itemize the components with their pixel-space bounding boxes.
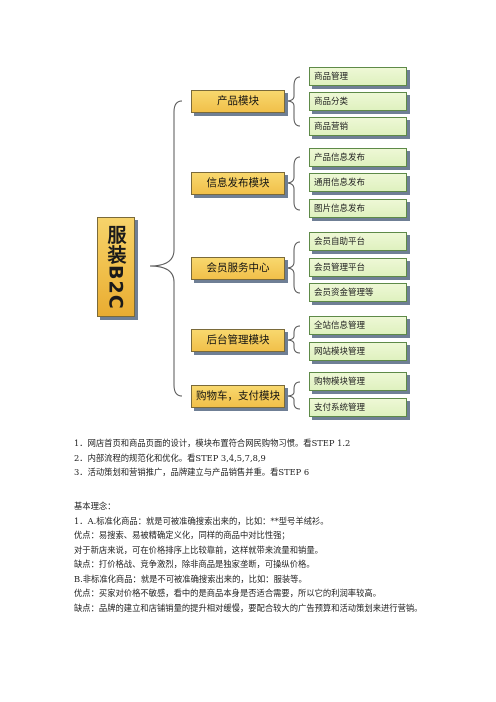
module-member: 会员服务中心 xyxy=(191,257,285,280)
step-item: 2．内部流程的规范化和优化。看STEP 3,4,5,7,8,9 xyxy=(74,452,266,463)
brace-info xyxy=(285,156,301,211)
module-cart-payment: 购物车，支付模块 xyxy=(191,385,285,408)
root-label: 服装B2C xyxy=(104,224,127,310)
brace-cart xyxy=(285,381,301,410)
concepts-section: 基本理念： 1．A.标准化商品：就是可被准确搜索出来的，比如：**型号羊绒衫。 … xyxy=(74,499,434,615)
module-admin: 后台管理模块 xyxy=(191,329,285,352)
steps-list: 1．网店首页和商品页面的设计，模块布置符合网民购物习惯。看STEP 1.2 2．… xyxy=(74,436,434,480)
concepts-heading: 基本理念： xyxy=(74,501,116,511)
leaf-member-0: 会员自助平台 xyxy=(309,232,407,251)
leaf-product-0: 商品管理 xyxy=(309,67,407,86)
step-item: 1．网店首页和商品页面的设计，模块布置符合网民购物习惯。看STEP 1.2 xyxy=(74,438,351,448)
concept-line: 优点：买家对价格不敏感，看中的是商品本身是否适合需要，所以它的利润率较高。 xyxy=(74,588,381,598)
leaf-product-2: 商品营销 xyxy=(309,117,407,136)
brace-member xyxy=(285,241,301,294)
concept-line: 对于新店来说，可在价格排序上比较靠前，这样就带来流量和销量。 xyxy=(74,544,323,555)
leaf-admin-1: 网站模块管理 xyxy=(309,342,407,361)
root-node: 服装B2C xyxy=(97,217,135,317)
module-product: 产品模块 xyxy=(191,90,285,113)
concept-line: 优点：易搜索、易被精确定义化，同样的商品中对比性强； xyxy=(74,530,290,540)
leaf-member-2: 会员资金管理等 xyxy=(309,283,407,302)
leaf-cart-0: 购物模块管理 xyxy=(309,372,407,391)
leaf-member-1: 会员管理平台 xyxy=(309,258,407,277)
brace-product xyxy=(285,76,301,127)
brace-admin xyxy=(285,325,301,354)
concept-line: B.非标准化商品：就是不可被准确搜索出来的，比如：服装等。 xyxy=(74,573,307,584)
root-brace xyxy=(149,100,183,397)
leaf-info-0: 产品信息发布 xyxy=(309,148,407,167)
step-item: 3．活动策划和营销推广，品牌建立与产品销售并重。看STEP 6 xyxy=(74,467,310,477)
leaf-admin-0: 全站信息管理 xyxy=(309,316,407,335)
leaf-cart-1: 支付系统管理 xyxy=(309,398,407,417)
leaf-info-2: 图片信息发布 xyxy=(309,199,407,218)
concept-line: 缺点：打价格战、竞争激烈，除非商品是独家垄断，可操纵价格。 xyxy=(74,559,315,569)
concept-line: 缺点：品牌的建立和店铺销量的提升相对缓慢，要配合较大的广告预算和活动策划来进行营… xyxy=(74,602,423,613)
connector-lines xyxy=(149,76,301,410)
concept-line: 1．A.标准化商品：就是可被准确搜索出来的，比如：**型号羊绒衫。 xyxy=(74,515,329,526)
leaf-info-1: 通用信息发布 xyxy=(309,173,407,192)
leaf-product-1: 商品分类 xyxy=(309,92,407,111)
module-info: 信息发布模块 xyxy=(191,172,285,195)
b2c-module-diagram: 服装B2C 产品模块 商品管理 商品分类 商品营销 信息发布模块 产品信息发布 … xyxy=(97,67,407,417)
